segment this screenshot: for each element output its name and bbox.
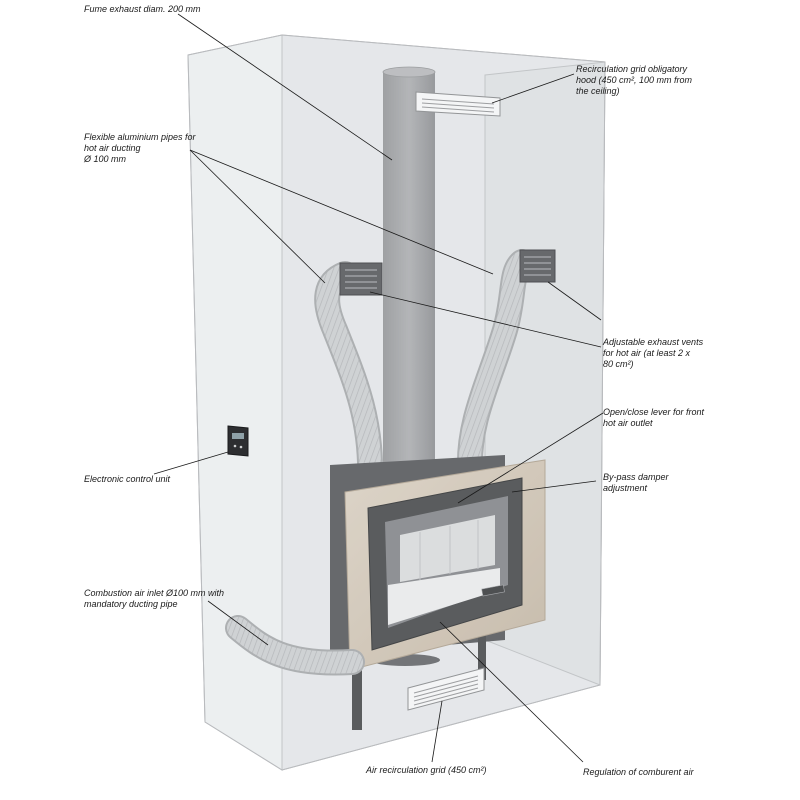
leader-flexible-pipe-right [189, 149, 494, 275]
label-line: for hot air (at least 2 x [603, 348, 691, 358]
firebox-floor [388, 568, 500, 625]
leader-bypass-damper [511, 480, 597, 493]
label-line: Combustion air inlet Ø100 mm with [84, 588, 225, 598]
label-line: Flexible aluminium pipes for [84, 132, 196, 142]
label-line: Air recirculation grid (450 cm²) [366, 765, 487, 775]
leader-vent-right [547, 281, 602, 321]
label-line: Electronic control unit [84, 474, 171, 484]
label-line: Ø 100 mm [84, 154, 127, 164]
firebox-back-wall [400, 515, 495, 582]
leader-open-close-lever [457, 412, 604, 504]
door-handle [481, 584, 505, 597]
label-line: hot air ducting [84, 143, 141, 153]
leader-comburent-air [439, 621, 584, 763]
label-open-close-lever: Open/close lever for front hot air outle… [603, 407, 704, 429]
leader-air-recirculation-grid [431, 700, 443, 763]
insert-support-leg-right [478, 630, 486, 680]
label-line: hood (450 cm², 100 mm from [576, 75, 693, 85]
recirculation-grid-hood [415, 91, 501, 117]
leader-lines [153, 13, 604, 763]
label-adjustable-vents: Adjustable exhaust vents for hot air (at… [603, 337, 703, 370]
label-line: the ceiling) [576, 86, 620, 96]
label-line: Open/close lever for front [603, 407, 705, 417]
exhaust-vent-right [519, 249, 556, 283]
electronic-control-unit [227, 425, 249, 457]
label-recirculation-grid-hood: Recirculation grid obligatory hood (450 … [576, 64, 704, 97]
label-line: By-pass damper [603, 472, 669, 482]
label-bypass-damper: By-pass damper adjustment [603, 472, 669, 494]
label-line: mandatory ducting pipe [84, 599, 178, 609]
exhaust-vent-left [339, 262, 383, 296]
label-comburent-air: Regulation of comburent air [583, 767, 694, 778]
hood-front-overlay [187, 34, 606, 771]
fume-exhaust-flue [382, 66, 436, 472]
label-combustion-inlet: Combustion air inlet Ø100 mm with mandat… [84, 588, 224, 610]
leader-flexible-pipe-left [189, 149, 326, 284]
leader-recirculation-grid [491, 73, 575, 104]
leader-combustion-inlet [207, 600, 269, 646]
label-line: hot air outlet [603, 418, 653, 428]
label-line: Regulation of comburent air [583, 767, 694, 777]
label-control-unit: Electronic control unit [84, 474, 170, 485]
leader-control-unit [153, 451, 229, 475]
label-line: Adjustable exhaust vents [603, 337, 704, 347]
label-line: 80 cm²) [603, 359, 634, 369]
flexible-pipe-left [314, 261, 384, 493]
leader-vent-left [369, 291, 602, 348]
combustion-air-inlet-pipe [225, 615, 365, 676]
label-air-recirculation-grid: Air recirculation grid (450 cm²) [366, 765, 487, 776]
label-line: adjustment [603, 483, 648, 493]
flexible-pipe-right [456, 249, 535, 483]
label-line: Recirculation grid obligatory [576, 64, 688, 74]
label-fume-exhaust: Fume exhaust diam. 200 mm [84, 4, 201, 15]
insert-support-leg-left [352, 655, 362, 730]
label-line: Fume exhaust diam. 200 mm [84, 4, 201, 14]
air-recirculation-grid [407, 667, 485, 711]
leader-fume-exhaust [177, 13, 393, 161]
fireplace-insert [330, 455, 546, 730]
label-flexible-pipes: Flexible aluminium pipes for hot air duc… [84, 132, 196, 165]
